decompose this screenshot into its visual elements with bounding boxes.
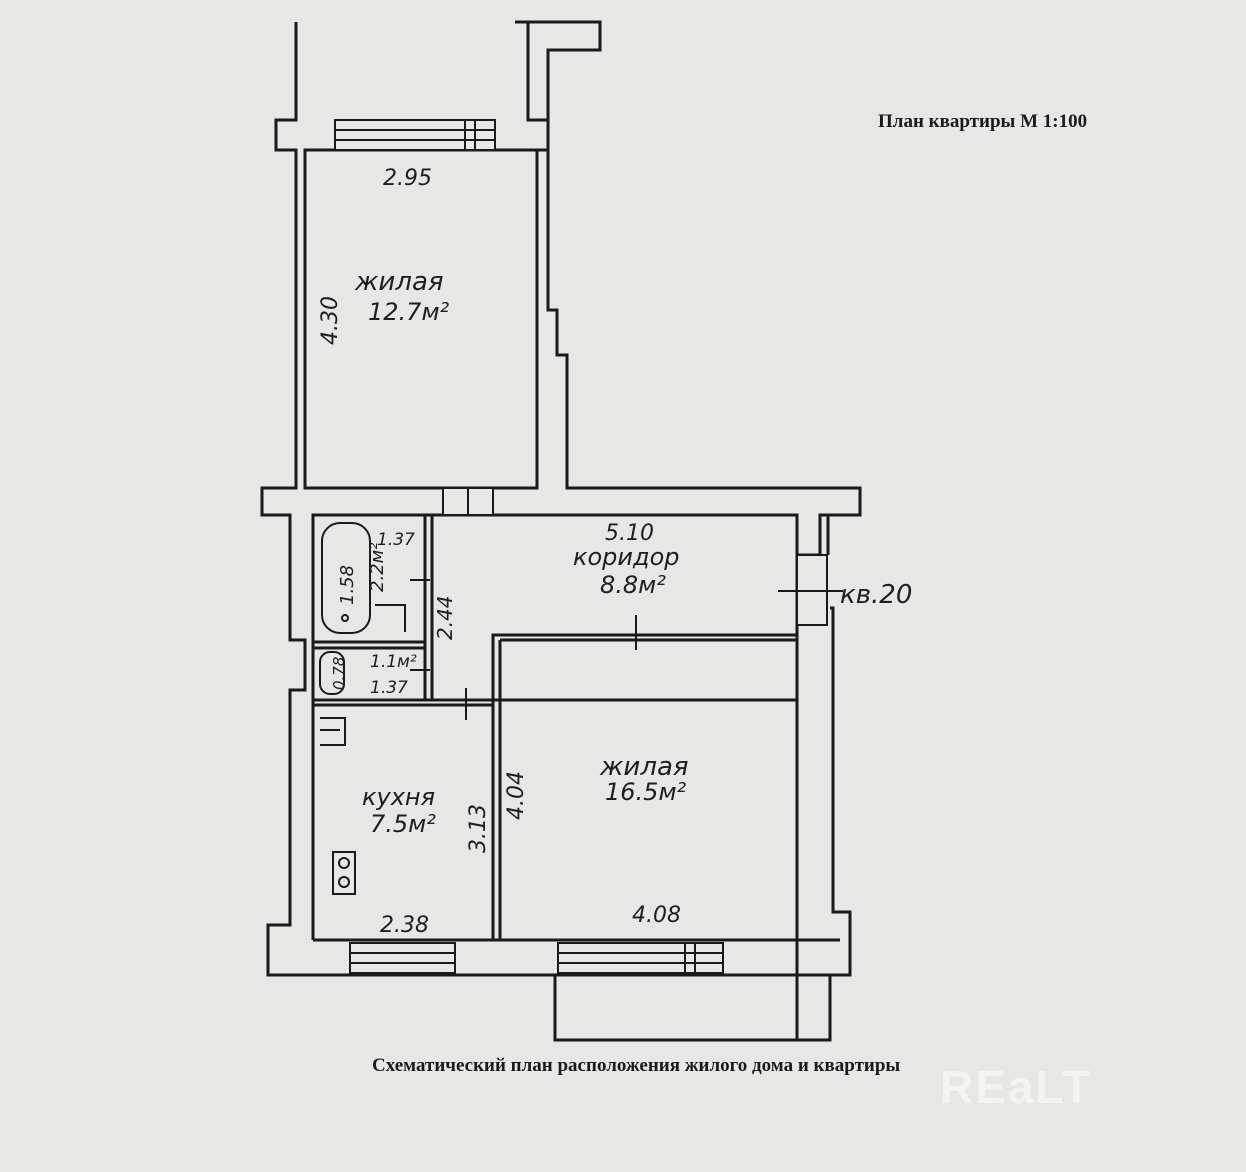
toilet-area: 1.1м² bbox=[370, 652, 417, 672]
kitchen-name: кухня bbox=[362, 783, 435, 811]
living-room-width: 4.08 bbox=[632, 903, 681, 928]
watermark-logo: REaLT bbox=[940, 1061, 1092, 1113]
bedroom-length: 4.30 bbox=[318, 296, 343, 345]
corridor-name: коридор bbox=[573, 543, 680, 571]
corridor-area: 8.8м² bbox=[600, 571, 666, 599]
toilet-icon bbox=[319, 651, 345, 695]
plan-caption: Схематический план расположения жилого д… bbox=[372, 1055, 900, 1076]
plan-title: План квартиры М 1:100 bbox=[878, 111, 1087, 132]
fixtures bbox=[319, 522, 843, 895]
bathroom-area: 2.2м² bbox=[367, 543, 388, 592]
living-room-name: жилая bbox=[599, 752, 689, 782]
bathtub-icon bbox=[321, 522, 371, 634]
bathroom-length: 1.58 bbox=[337, 565, 358, 605]
kitchen-length: 3.13 bbox=[466, 804, 491, 853]
bedroom-name: жилая bbox=[354, 267, 444, 297]
stove-icon bbox=[332, 851, 356, 895]
windows bbox=[334, 119, 828, 974]
kitchen-area: 7.5м² bbox=[370, 810, 436, 838]
walls bbox=[260, 20, 862, 1042]
corridor-length: 5.10 bbox=[605, 521, 654, 546]
corridor-width: 2.44 bbox=[433, 595, 457, 640]
bedroom-area: 12.7м² bbox=[368, 298, 450, 326]
apartment-label: кв.20 bbox=[840, 580, 912, 610]
bedroom-width: 2.95 bbox=[383, 166, 432, 191]
toilet-length: 0.78 bbox=[330, 657, 348, 690]
sink-icon bbox=[320, 717, 346, 746]
toilet-width: 1.37 bbox=[370, 678, 408, 698]
kitchen-width: 2.38 bbox=[380, 913, 429, 938]
living-room-length: 4.04 bbox=[504, 771, 529, 820]
living-room-area: 16.5м² bbox=[605, 778, 687, 806]
bathroom-width: 1.37 bbox=[377, 530, 415, 550]
